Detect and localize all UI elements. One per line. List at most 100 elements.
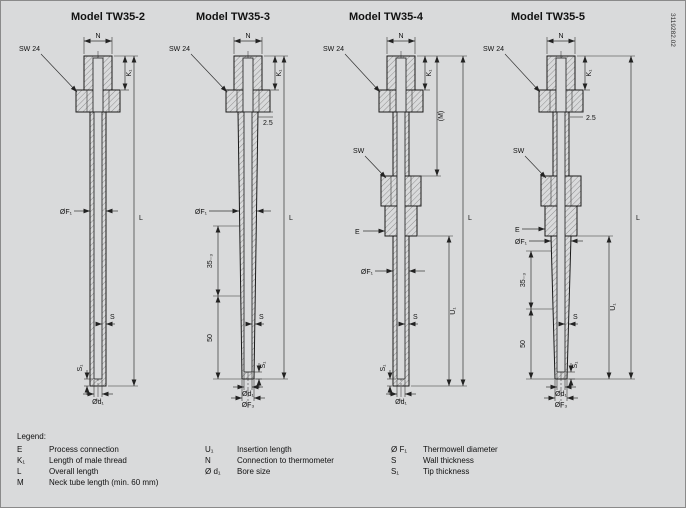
label-s: S	[110, 314, 115, 321]
model-title-tw35-3: Model TW35-3	[196, 11, 270, 23]
legend-desc: Overall length	[49, 467, 99, 476]
legend-key: N	[205, 456, 211, 465]
legend-row: U₁ Insertion length	[205, 445, 391, 454]
legend-key: L	[17, 467, 22, 476]
model-drawing-tw35-3: N SW 24 K₁ 2.5 35₋₃ 50 ØF₁	[169, 33, 293, 409]
drawing-number: 3119282.02	[669, 13, 676, 47]
dim-k1: K₁	[114, 55, 138, 91]
dim-f3: ØF₃	[544, 380, 578, 409]
label-s1: S₁	[260, 361, 267, 369]
dim-n: N	[233, 33, 263, 54]
dim-l: L	[411, 56, 472, 387]
dim-s: S	[245, 314, 264, 327]
dim-n: N	[83, 33, 113, 54]
label-sw24: SW 24	[483, 46, 504, 53]
legend-key: S₁	[391, 467, 400, 476]
label-k1: K₁	[586, 69, 593, 77]
thermowell-body	[538, 55, 584, 380]
dim-2-5: 2.5	[570, 111, 596, 122]
dim-f1: ØF₁	[195, 208, 271, 216]
dim-35: 35₋₃	[520, 250, 553, 310]
label-l: L	[139, 215, 143, 222]
label-d1: Ød₁	[395, 399, 407, 406]
label-n: N	[245, 33, 250, 40]
sw24-callout: SW 24	[169, 46, 228, 93]
label-f3: ØF₃	[555, 402, 568, 409]
legend-row: N Connection to thermometer	[205, 456, 391, 465]
sw-callout: SW	[353, 148, 387, 179]
thermowell-body	[75, 55, 121, 387]
dim-n: N	[386, 33, 416, 54]
label-s1: S₁	[572, 361, 579, 369]
legend-desc: Insertion length	[237, 445, 292, 454]
label-m: (M)	[438, 111, 445, 122]
label-sw24: SW 24	[323, 46, 344, 53]
model-drawing-tw35-5: N SW 24 K₁ 2.5 SW E ØF₁	[483, 33, 640, 409]
label-sw24: SW 24	[19, 46, 40, 53]
label-35: 35₋₃	[520, 273, 527, 287]
label-d1: Ød₁	[555, 391, 567, 398]
legend-column-3: Ø F₁ Thermowell diameter S Wall thicknes…	[391, 445, 673, 489]
dim-d1: Ød₁	[386, 380, 416, 406]
dim-s: S	[95, 314, 115, 327]
legend-key: E	[17, 445, 23, 454]
label-k1: K₁	[276, 69, 283, 77]
legend-key: Ø d₁	[205, 467, 221, 476]
label-f1: ØF₁	[60, 209, 73, 216]
dim-s: S	[558, 314, 578, 327]
label-s: S	[413, 314, 418, 321]
label-u1: U₁	[450, 307, 457, 315]
dim-f3: ØF₃	[231, 380, 265, 409]
dim-u1: U₁	[578, 235, 617, 379]
dim-50: 50	[520, 309, 555, 380]
label-n: N	[398, 33, 403, 40]
label-s1: S₁	[77, 364, 84, 372]
label-e: E	[355, 229, 360, 236]
dim-s1: S₁	[252, 361, 267, 388]
sw24-callout: SW 24	[323, 46, 381, 93]
dim-k1: K₁	[264, 55, 288, 91]
dim-d1: Ød₁	[83, 380, 113, 406]
legend-desc: Bore size	[237, 467, 271, 476]
label-s: S	[573, 314, 578, 321]
dim-l: L	[108, 56, 143, 387]
label-f1: ØF₁	[195, 209, 208, 216]
dim-50: 50	[207, 296, 242, 380]
legend: Legend: E Process connection K₁ Length o…	[17, 432, 673, 489]
label-s: S	[259, 314, 264, 321]
dim-l: L	[569, 56, 640, 380]
legend-row: Ø F₁ Thermowell diameter	[391, 445, 673, 454]
legend-row: K₁ Length of male thread	[17, 456, 205, 465]
label-n: N	[558, 33, 563, 40]
label-d1: Ød₁	[92, 399, 104, 406]
label-50: 50	[207, 334, 214, 342]
label-35: 35₋₃	[207, 254, 214, 268]
model-drawing-tw35-2: N SW 24 K₁ ØF₁ L S	[19, 33, 143, 406]
legend-column-1: E Process connection K₁ Length of male t…	[17, 445, 205, 489]
sw24-callout: SW 24	[19, 46, 78, 93]
legend-key: S	[391, 456, 397, 465]
label-s1: S₁	[380, 364, 387, 372]
model-title-tw35-5: Model TW35-5	[511, 11, 585, 23]
legend-key: K₁	[17, 456, 26, 465]
thermowell-body	[225, 55, 271, 380]
sw24-callout: SW 24	[483, 46, 541, 93]
dim-s1: S₁	[380, 364, 396, 395]
label-step: 2.5	[263, 120, 273, 127]
legend-title: Legend:	[17, 432, 46, 441]
dim-u1: U₁	[418, 235, 457, 386]
technical-drawing: Model TW35-2 Model TW35-3 Model TW35-4 M…	[19, 11, 676, 409]
dim-k1: K₁	[577, 55, 635, 91]
dim-e: E	[355, 228, 385, 236]
label-sw: SW	[513, 148, 525, 155]
label-50: 50	[520, 340, 527, 348]
legend-desc: Connection to thermometer	[237, 456, 334, 465]
dim-2-5: 2.5	[258, 111, 273, 127]
dim-s: S	[398, 314, 418, 327]
legend-key: M	[17, 478, 24, 487]
dim-s1: S₁	[77, 364, 93, 395]
label-sw: SW	[353, 148, 365, 155]
dim-n: N	[546, 33, 576, 54]
dim-e: E	[515, 226, 545, 234]
